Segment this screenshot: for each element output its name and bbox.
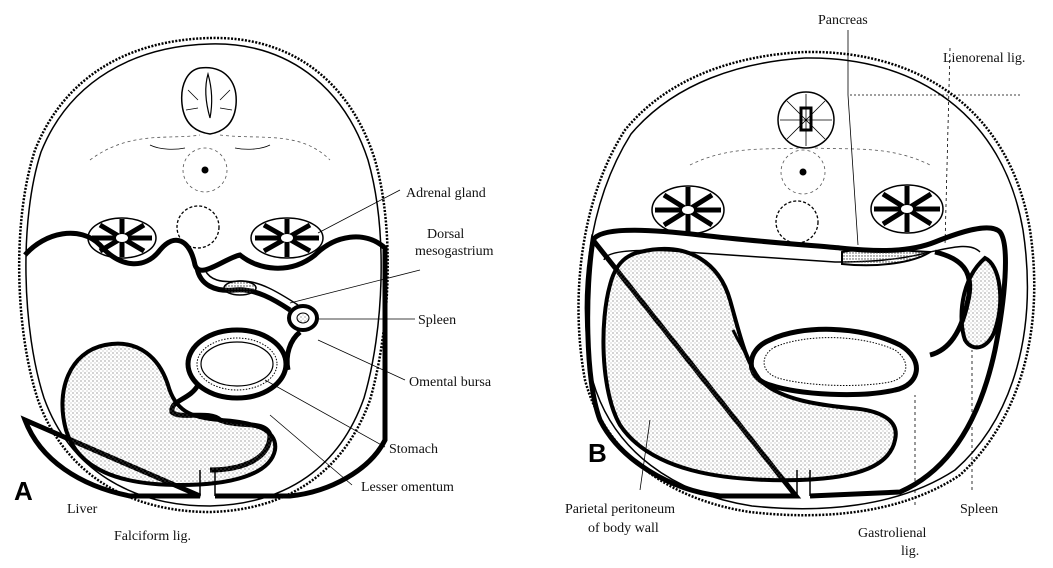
neural-tube-b <box>778 92 834 148</box>
label-lienorenal: Lienorenal lig. <box>943 51 1025 66</box>
pancreas-bud-a <box>224 281 256 295</box>
label-stomach: Stomach <box>389 442 438 457</box>
label-pancreas: Pancreas <box>818 13 868 28</box>
label-parietal-1: Parietal peritoneum <box>565 502 675 517</box>
panel-letter-a: A <box>14 476 33 506</box>
adrenal-gland-left-a <box>88 218 156 258</box>
liver-b <box>603 249 895 480</box>
liver-a <box>62 344 275 485</box>
label-gastrolienal-1: Gastrolienal <box>858 526 927 541</box>
label-liver: Liver <box>67 502 98 517</box>
spleen-a <box>289 306 317 330</box>
pancreas-b <box>842 250 930 266</box>
label-spleen-b: Spleen <box>960 502 998 517</box>
label-lesser-omentum: Lesser omentum <box>361 480 454 495</box>
label-spleen-a: Spleen <box>418 313 456 328</box>
kidney-right-b <box>871 185 943 233</box>
label-gastrolienal-2: lig. <box>901 544 919 559</box>
label-omental-bursa: Omental bursa <box>409 375 492 390</box>
label-dorsal-mesogastrium-2: mesogastrium <box>415 244 494 259</box>
kidney-left-b <box>652 186 724 234</box>
panel-a <box>19 38 420 512</box>
stomach-a <box>188 330 286 398</box>
panel-letter-b: B <box>588 438 607 468</box>
aorta-b <box>776 201 818 243</box>
stomach-b <box>751 329 916 394</box>
label-parietal-2: of body wall <box>588 521 659 536</box>
label-adrenal-gland: Adrenal gland <box>406 186 486 201</box>
label-dorsal-mesogastrium-1: Dorsal <box>427 227 464 242</box>
panel-b <box>578 30 1034 515</box>
label-falciform: Falciform lig. <box>114 529 191 544</box>
adrenal-gland-right-a <box>251 218 323 258</box>
neural-tube-a <box>182 68 237 134</box>
